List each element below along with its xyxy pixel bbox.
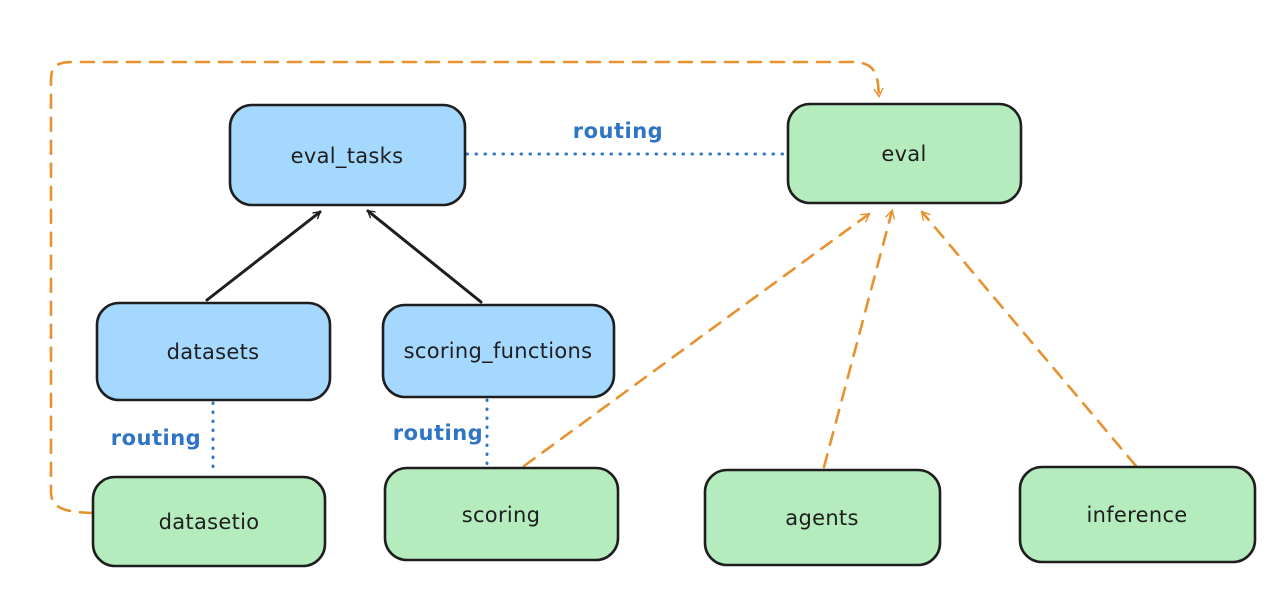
edge-datasets-to-eval-tasks	[205, 210, 322, 302]
edge-datasetio-to-eval	[49, 60, 884, 515]
node-datasets-label: datasets	[167, 340, 260, 364]
node-scoring-functions-label: scoring_functions	[404, 339, 593, 364]
node-datasets: datasets	[95, 301, 332, 402]
edge-scoring-to-eval	[522, 212, 871, 468]
edge-scoring-functions-to-eval-tasks	[366, 209, 483, 304]
edges	[49, 60, 1138, 515]
node-agents: agents	[703, 468, 942, 567]
node-datasets-box	[95, 301, 332, 402]
node-eval-tasks: eval_tasks	[228, 103, 467, 207]
routing-label-datasets: routing	[111, 426, 201, 450]
node-eval-tasks-label: eval_tasks	[291, 144, 404, 169]
edge-labels: routing routing routing	[111, 119, 663, 450]
node-eval-label: eval	[881, 142, 926, 166]
node-datasetio-box	[91, 475, 327, 568]
node-datasetio-label: datasetio	[159, 510, 260, 534]
node-agents-box	[703, 468, 942, 567]
node-eval-tasks-box	[228, 103, 467, 207]
node-scoring: scoring	[383, 466, 620, 562]
routing-label-scoring: routing	[393, 421, 483, 445]
edge-inference-to-eval	[920, 210, 1138, 468]
node-agents-label: agents	[785, 506, 858, 530]
routing-label-top: routing	[573, 119, 663, 143]
node-inference-box	[1018, 465, 1257, 564]
node-datasetio: datasetio	[91, 475, 327, 568]
edge-agents-to-eval	[822, 209, 896, 469]
node-scoring-box	[383, 466, 620, 562]
node-scoring-functions-box	[381, 303, 616, 399]
node-eval: eval	[786, 102, 1023, 205]
node-inference-label: inference	[1086, 503, 1187, 527]
node-scoring-label: scoring	[462, 503, 541, 527]
nodes: eval_tasks eval datasets scoring_functio…	[91, 102, 1257, 568]
node-eval-box	[786, 102, 1023, 205]
node-inference: inference	[1018, 465, 1257, 564]
node-scoring-functions: scoring_functions	[381, 303, 616, 399]
